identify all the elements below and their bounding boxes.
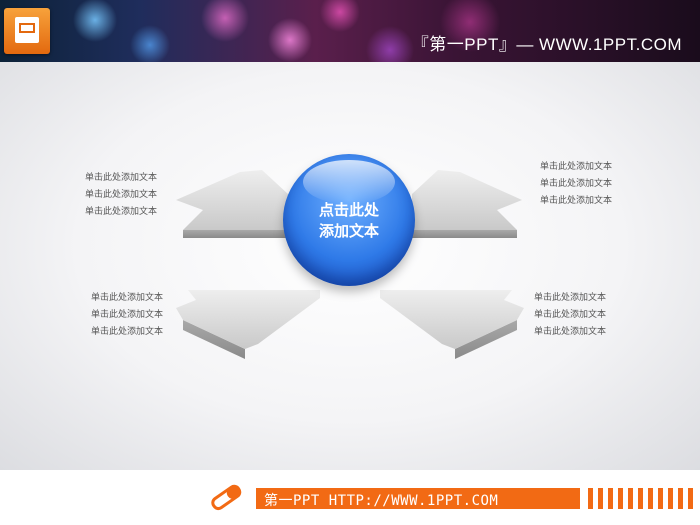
footer: 第一PPT HTTP://WWW.1PPT.COM <box>0 470 700 525</box>
text-line[interactable]: 单击此处添加文本 <box>540 195 613 205</box>
footer-url-bar: 第一PPT HTTP://WWW.1PPT.COM <box>256 488 580 509</box>
powerpoint-file-icon <box>4 8 50 54</box>
text-line[interactable]: 单击此处添加文本 <box>534 309 607 319</box>
hub-text-line-1: 点击此处 <box>318 202 379 219</box>
text-group-bottom-right: 单击此处添加文本 单击此处添加文本 单击此处添加文本 <box>534 289 606 340</box>
footer-stripes <box>588 488 700 509</box>
header-title: 『第一PPT』— WWW.1PPT.COM <box>411 35 682 54</box>
hub-text[interactable]: 点击此处 添加文本 <box>283 200 415 242</box>
text-line[interactable]: 单击此处添加文本 <box>534 326 607 336</box>
lower-left-arrow <box>176 290 320 359</box>
lower-right-arrow <box>380 290 524 359</box>
text-line[interactable]: 单击此处添加文本 <box>534 292 607 302</box>
text-line[interactable]: 单击此处添加文本 <box>85 206 158 216</box>
text-group-bottom-left: 单击此处添加文本 单击此处添加文本 单击此处添加文本 <box>91 289 163 340</box>
text-line[interactable]: 单击此处添加文本 <box>85 172 158 182</box>
slide-stage: 单击此处添加文本 单击此处添加文本 单击此处添加文本 单击此处添加文本 单击此处… <box>0 62 700 470</box>
text-group-top-right: 单击此处添加文本 单击此处添加文本 单击此处添加文本 <box>540 158 612 209</box>
pencil-eraser-icon <box>211 484 242 511</box>
text-line[interactable]: 单击此处添加文本 <box>91 326 164 336</box>
text-line[interactable]: 单击此处添加文本 <box>91 309 164 319</box>
text-line[interactable]: 单击此处添加文本 <box>91 292 164 302</box>
hub-text-line-2: 添加文本 <box>318 223 379 240</box>
arrow-diagram <box>176 170 524 359</box>
center-hub[interactable]: 点击此处 添加文本 <box>283 154 415 286</box>
hub-highlight <box>303 160 395 204</box>
text-line[interactable]: 单击此处添加文本 <box>85 189 158 199</box>
text-line[interactable]: 单击此处添加文本 <box>540 178 613 188</box>
header-banner: 『第一PPT』— WWW.1PPT.COM <box>0 0 700 62</box>
text-line[interactable]: 单击此处添加文本 <box>540 161 613 171</box>
upper-right-arrow <box>412 170 522 238</box>
footer-url-text[interactable]: 第一PPT HTTP://WWW.1PPT.COM <box>264 493 499 509</box>
text-group-top-left: 单击此处添加文本 单击此处添加文本 单击此处添加文本 <box>85 169 157 220</box>
upper-left-arrow <box>176 170 288 238</box>
